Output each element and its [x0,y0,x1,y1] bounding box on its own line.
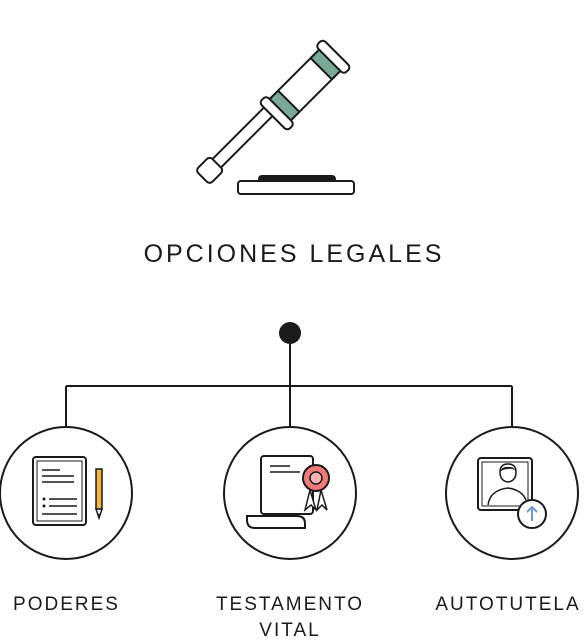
option-label-autotutela: AUTOTUTELA [435,594,581,615]
certificate-scroll-icon [246,455,330,529]
option-label-poderes: PODERES [13,594,120,615]
option-label-testamento-text: TESTAMENTO VITAL [215,594,365,641]
document-pencil-icon [32,456,104,526]
tree-diagram [0,322,579,560]
page-title: OPCIONES LEGALES [143,240,445,268]
person-upload-icon [477,457,547,529]
gavel-icon [180,25,370,205]
option-label-testamento: TESTAMENTO VITAL [200,592,380,644]
